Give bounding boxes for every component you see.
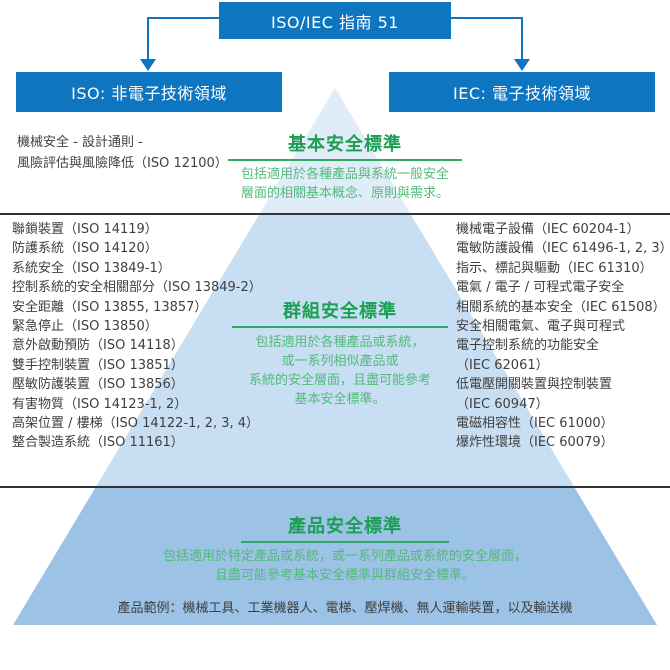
group-desc-line: 或一系列相似產品或 <box>281 354 399 369</box>
basic-safety-standards-section: 基本安全標準 包括適用於各種產品與系統一般安全 層面的相關基本概念、原則與需求。 <box>215 130 475 203</box>
standard-list-item: 控制系統的安全相關部分（ISO 13849-2） <box>12 280 262 296</box>
group-desc-line: 基本安全標準。 <box>294 392 386 407</box>
standard-list-item: 防護系統（ISO 14120） <box>12 241 158 257</box>
group-section-title: 群組安全標準 <box>283 301 397 322</box>
standard-list-item: 雙手控制裝置（ISO 13851） <box>12 357 184 373</box>
iso-12100-note: 機械安全 - 設計通則 - 風險評估與風險降低（ISO 12100） <box>17 132 228 174</box>
standard-list-item: 壓敏防護裝置（ISO 13856） <box>12 377 184 393</box>
product-safety-standards-section: 產品安全標準 包括適用於特定產品或系統，或一系列產品或系統的安全層面， 且盡可能… <box>95 512 595 616</box>
note-line: 機械安全 - 設計通則 - <box>17 135 143 150</box>
separator-line-basic-group <box>0 213 670 215</box>
connector-left-horizontal <box>147 17 219 19</box>
guide-51-label: ISO/IEC 指南 51 <box>271 12 399 32</box>
basic-desc-line: 包括適用於各種產品與系統一般安全 <box>240 167 449 182</box>
separator-line-group-product <box>0 486 670 488</box>
standard-list-item: 整合製造系統（ISO 11161） <box>12 435 184 451</box>
standard-list-item: 低電壓開關裝置與控制裝置 <box>456 377 613 393</box>
group-desc-line: 系統的安全層面，且盡可能參考 <box>248 373 431 388</box>
iso-domain-label: ISO: 非電子技術領域 <box>71 84 227 103</box>
connector-left-vertical <box>147 17 149 59</box>
standard-list-item: 意外啟動預防（ISO 14118） <box>12 338 184 354</box>
standard-list-item: （IEC 60947） <box>456 396 549 412</box>
standard-list-item: （IEC 62061） <box>456 357 549 373</box>
arrow-down-icon <box>140 59 156 71</box>
iec-standards-list: 機械電子設備（IEC 60204-1） 電敏防護設備（IEC 61496-1, 2… <box>456 220 670 453</box>
standard-list-item: 聯鎖裝置（ISO 14119） <box>12 222 158 237</box>
standard-list-item: 指示、標記與驅動（IEC 61310） <box>456 260 653 276</box>
standard-list-item: 爆炸性環境（IEC 60079） <box>456 435 614 451</box>
group-safety-standards-section: 群組安全標準 包括適用於各種產品或系統， 或一系列相似產品或 系統的安全層面，且… <box>210 297 470 409</box>
product-examples-line: 產品範例：機械工具、工業機器人、電梯、壓焊機、無人運輸裝置，以及輸送機 <box>117 601 573 616</box>
standard-list-item: 安全距離（ISO 13855, 13857） <box>12 299 208 315</box>
iec-domain-label: IEC: 電子技術領域 <box>453 84 591 103</box>
product-section-title: 產品安全標準 <box>288 516 402 537</box>
standard-list-item: 有害物質（ISO 14123-1, 2） <box>12 396 188 412</box>
group-desc-line: 包括適用於各種產品或系統， <box>255 335 425 350</box>
iec-domain-box: IEC: 電子技術領域 <box>389 72 655 112</box>
standard-list-item: 高架位置 / 樓梯（ISO 14122-1, 2, 3, 4） <box>12 416 260 432</box>
standard-list-item: 緊急停止（ISO 13850） <box>12 319 158 335</box>
standard-list-item: 系統安全（ISO 13849-1） <box>12 260 171 276</box>
standard-list-item: 安全相關電氣、電子與可程式 <box>456 319 626 335</box>
product-desc-line: 包括適用於特定產品或系統，或一系列產品或系統的安全層面， <box>162 549 527 564</box>
basic-desc-line: 層面的相關基本概念、原則與需求。 <box>240 185 449 201</box>
connector-right-vertical <box>521 17 523 59</box>
standard-list-item: 相關系統的基本安全（IEC 61508） <box>456 299 666 315</box>
basic-section-title: 基本安全標準 <box>288 134 402 155</box>
arrow-down-icon <box>514 59 530 71</box>
product-title-underline <box>241 541 449 543</box>
iso-domain-box: ISO: 非電子技術領域 <box>16 72 282 112</box>
group-title-underline <box>232 326 448 328</box>
basic-title-underline <box>228 159 462 161</box>
standard-list-item: 電敏防護設備（IEC 61496-1, 2, 3） <box>456 241 670 257</box>
standard-list-item: 電子控制系統的功能安全 <box>456 338 600 354</box>
standard-list-item: 電磁相容性（IEC 61000） <box>456 416 614 432</box>
connector-right-horizontal <box>451 17 523 19</box>
standard-list-item: 電氣 / 電子 / 可程式電子安全 <box>456 280 625 296</box>
standard-list-item: 機械電子設備（IEC 60204-1） <box>456 222 640 237</box>
product-desc-line: 且盡可能參考基本安全標準與群組安全標準。 <box>214 567 475 583</box>
note-line: 風險評估與風險降低（ISO 12100） <box>17 156 228 171</box>
iso-standards-list: 聯鎖裝置（ISO 14119） 防護系統（ISO 14120） 系統安全（ISO 1… <box>12 220 262 453</box>
guide-51-box: ISO/IEC 指南 51 <box>219 2 451 39</box>
